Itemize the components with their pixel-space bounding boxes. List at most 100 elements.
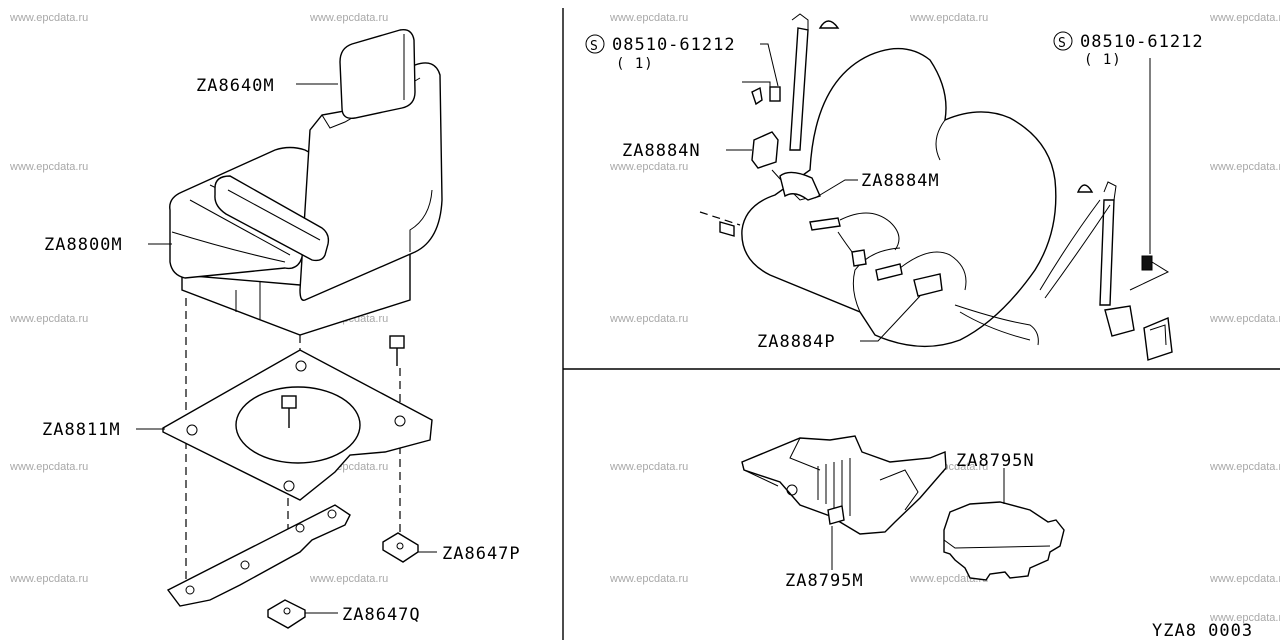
label-bracket-p: ZA8647P: [442, 544, 521, 564]
seat-outline-edge: [935, 119, 946, 161]
cover-n: [943, 501, 1065, 581]
headrest: [339, 29, 416, 119]
leader-line: [814, 179, 858, 199]
watermark: www.epcdata.ru: [309, 12, 388, 24]
retractor-bracket: [751, 86, 763, 106]
seat-outline: [741, 47, 1057, 348]
retractor: [751, 131, 779, 169]
cover-drawing: [741, 435, 1065, 581]
watermark: www.epcdata.ru: [609, 573, 688, 585]
label-headrest: ZA8640M: [196, 76, 275, 96]
watermark: www.epcdata.ru: [309, 573, 388, 585]
mounting-rail: [166, 504, 351, 607]
left-belt-buckle-strap: [779, 171, 821, 201]
left-belt-webbing: [789, 27, 809, 151]
right-belt-strap: [1039, 199, 1101, 291]
watermark: www.epcdata.ru: [909, 12, 988, 24]
belt-leaders: [726, 43, 1151, 342]
label-bolt-right-qty: ( 1): [1084, 52, 1122, 68]
watermark: www.epcdata.ru: [609, 161, 688, 173]
watermark: www.epcdata.ru: [1209, 612, 1280, 624]
center-belt-strap: [899, 251, 967, 291]
watermark: www.epcdata.ru: [1209, 313, 1280, 325]
bolt-icon: [719, 221, 735, 237]
label-bracket-q: ZA8647Q: [342, 605, 421, 625]
watermark: www.epcdata.ru: [1209, 461, 1280, 473]
cover-m-edge: [789, 437, 821, 471]
watermark-layer: www.epcdata.ru www.epcdata.ru www.epcdat…: [9, 12, 1280, 624]
label-base-plate: ZA8811M: [42, 420, 121, 440]
bolt-icon: [769, 86, 781, 102]
bolt-icon: [281, 395, 297, 428]
armrest-edge: [227, 189, 321, 241]
belt-guide-cover: [1076, 184, 1094, 193]
label-lap-belt: ZA8884P: [757, 332, 836, 352]
frame-lines: [562, 8, 1280, 640]
watermark: www.epcdata.ru: [609, 461, 688, 473]
watermark: www.epcdata.ru: [609, 12, 688, 24]
watermark: www.epcdata.ru: [9, 313, 88, 325]
center-belt-buckle: [851, 249, 867, 267]
label-seat: ZA8800M: [44, 235, 123, 255]
seat-outline-edge: [852, 247, 901, 313]
base-plate-hole: [186, 424, 198, 436]
left-belt-anchor: [791, 13, 809, 30]
rail-hole: [327, 509, 337, 519]
left-leaders: [136, 83, 437, 614]
belt-guide-cover: [818, 20, 840, 29]
cover-m: [741, 435, 947, 535]
seat-assembly-drawing: [162, 29, 443, 629]
seat-cushion-seam: [189, 199, 291, 256]
right-retractor: [1104, 305, 1135, 337]
cover-m-hole: [786, 484, 798, 496]
bolt-icon: [389, 335, 405, 366]
watermark: www.epcdata.ru: [9, 573, 88, 585]
center-belt-tongue: [809, 217, 841, 231]
standard-part-mark-right: S: [1053, 31, 1073, 51]
bracket-p: [382, 532, 419, 563]
retractor-cover: [1143, 316, 1173, 361]
lap-belt-strap: [959, 311, 1031, 341]
watermark: www.epcdata.ru: [9, 461, 88, 473]
right-belt-webbing: [1099, 199, 1115, 306]
watermark: www.epcdata.ru: [1209, 12, 1280, 24]
center-belt-buckle: [875, 263, 903, 281]
leader-line: [860, 295, 921, 342]
center-belt-strap: [839, 212, 900, 251]
cover-n-edge: [943, 539, 1051, 549]
alignment-line: [699, 211, 741, 226]
label-bolt-left-qty: ( 1): [616, 56, 654, 72]
bracket-q-hole: [283, 607, 291, 615]
rail-hole: [240, 560, 250, 570]
rail-hole: [295, 523, 305, 533]
base-plate-hole: [394, 415, 406, 427]
leader-line: [760, 43, 779, 87]
retractor-cover-detail: [1149, 324, 1167, 346]
lap-belt-strap: [954, 304, 1039, 346]
label-cover-n: ZA8795N: [956, 451, 1035, 471]
armrest: [214, 175, 330, 262]
label-bolt-right: 08510-61212: [1080, 32, 1204, 52]
base-plate-hole: [283, 480, 295, 492]
svg-text:S: S: [1058, 36, 1066, 51]
base-plate-hole: [295, 360, 307, 372]
bolt-icon: [1141, 255, 1153, 271]
seat-back: [299, 62, 443, 301]
watermark: www.epcdata.ru: [1209, 573, 1280, 585]
bracket-p-hole: [396, 542, 404, 550]
watermark: www.epcdata.ru: [9, 12, 88, 24]
watermark: www.epcdata.ru: [9, 161, 88, 173]
label-retractor: ZA8884N: [622, 141, 701, 161]
cover-leaders: [831, 468, 1005, 570]
cover-m-edge: [879, 469, 919, 511]
watermark: www.epcdata.ru: [1209, 161, 1280, 173]
base-plate-opening: [235, 386, 361, 464]
label-center-belt: ZA8884M: [861, 171, 940, 191]
watermark: www.epcdata.ru: [609, 313, 688, 325]
cover-m-tab: [827, 505, 845, 525]
diagram-code: YZA8 0003: [1152, 621, 1253, 640]
label-bolt-left: 08510-61212: [612, 35, 736, 55]
svg-text:S: S: [590, 39, 598, 54]
cover-m-edge: [741, 461, 779, 487]
